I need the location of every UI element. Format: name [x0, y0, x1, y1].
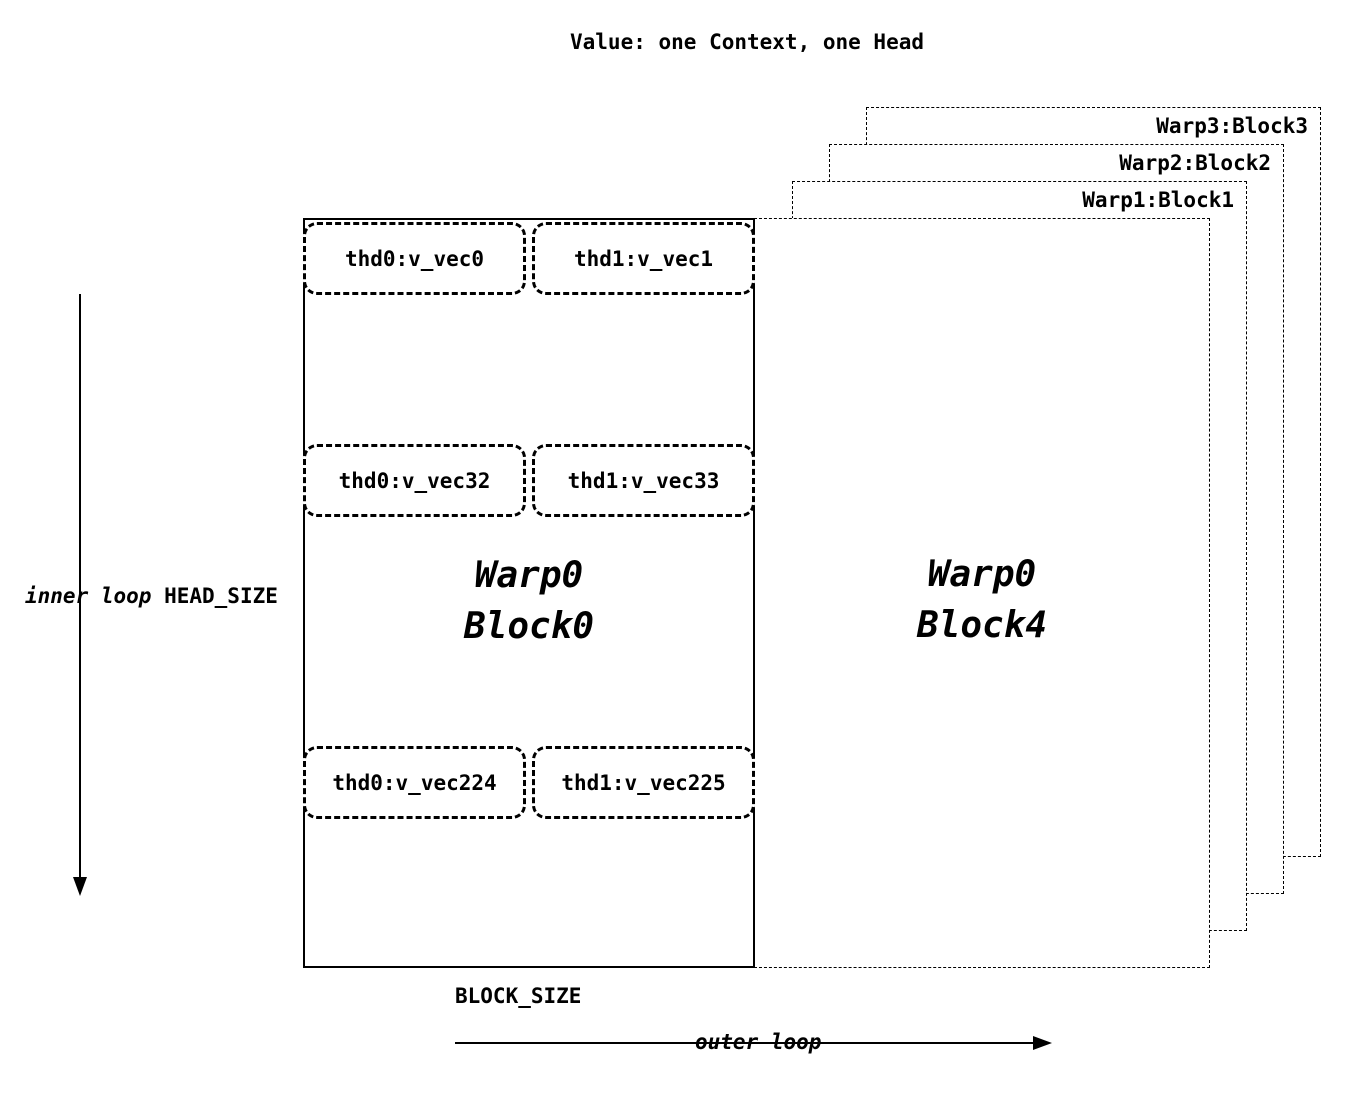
outer-loop-arrow-right-icon — [455, 1036, 1052, 1050]
block-warp1-block1-label: Warp1:Block1 — [1082, 188, 1234, 212]
head-size-text: HEAD_SIZE — [164, 584, 278, 608]
inner-loop-arrow-down-icon — [73, 294, 87, 896]
thread-box-thd0-vvec32: thd0:v_vec32 — [303, 444, 526, 517]
block0-title-line1: Warp0 — [474, 555, 584, 596]
thread-box-thd1-vvec33: thd1:v_vec33 — [532, 444, 755, 517]
block0-title-line2: Block0 — [463, 606, 595, 648]
thread-box-thd0-vvec0: thd0:v_vec0 — [303, 222, 526, 295]
block-size-label: BLOCK_SIZE — [455, 984, 582, 1008]
block0-title: Warp0 Block0 — [305, 550, 753, 652]
thread-row-1: thd0:v_vec32 thd1:v_vec33 — [303, 444, 755, 517]
inner-loop-text: inner loop — [25, 584, 152, 608]
block-warp3-block3-label: Warp3:Block3 — [1156, 114, 1308, 138]
thread-row-2: thd0:v_vec224 thd1:v_vec225 — [303, 746, 755, 819]
block-warp2-block2-label: Warp2:Block2 — [1119, 151, 1271, 175]
inner-loop-label: inner loop HEAD_SIZE — [25, 584, 278, 608]
block4-title-line2: Block4 — [916, 605, 1048, 647]
thread-box-thd1-vvec225: thd1:v_vec225 — [532, 746, 755, 819]
thread-row-0: thd0:v_vec0 thd1:v_vec1 — [303, 222, 755, 295]
block4-title-line1: Warp0 — [927, 554, 1037, 595]
diagram-title: Value: one Context, one Head — [569, 30, 925, 54]
thread-box-thd1-vvec1: thd1:v_vec1 — [532, 222, 755, 295]
block4-title: Warp0 Block4 — [755, 549, 1209, 651]
outer-loop-label: outer loop — [695, 1030, 822, 1054]
thread-box-thd0-vvec224: thd0:v_vec224 — [303, 746, 526, 819]
block-warp0-block4: Warp0 Block4 — [754, 218, 1210, 968]
block-warp0-block0: thd0:v_vec0 thd1:v_vec1 thd0:v_vec32 thd… — [303, 218, 755, 968]
